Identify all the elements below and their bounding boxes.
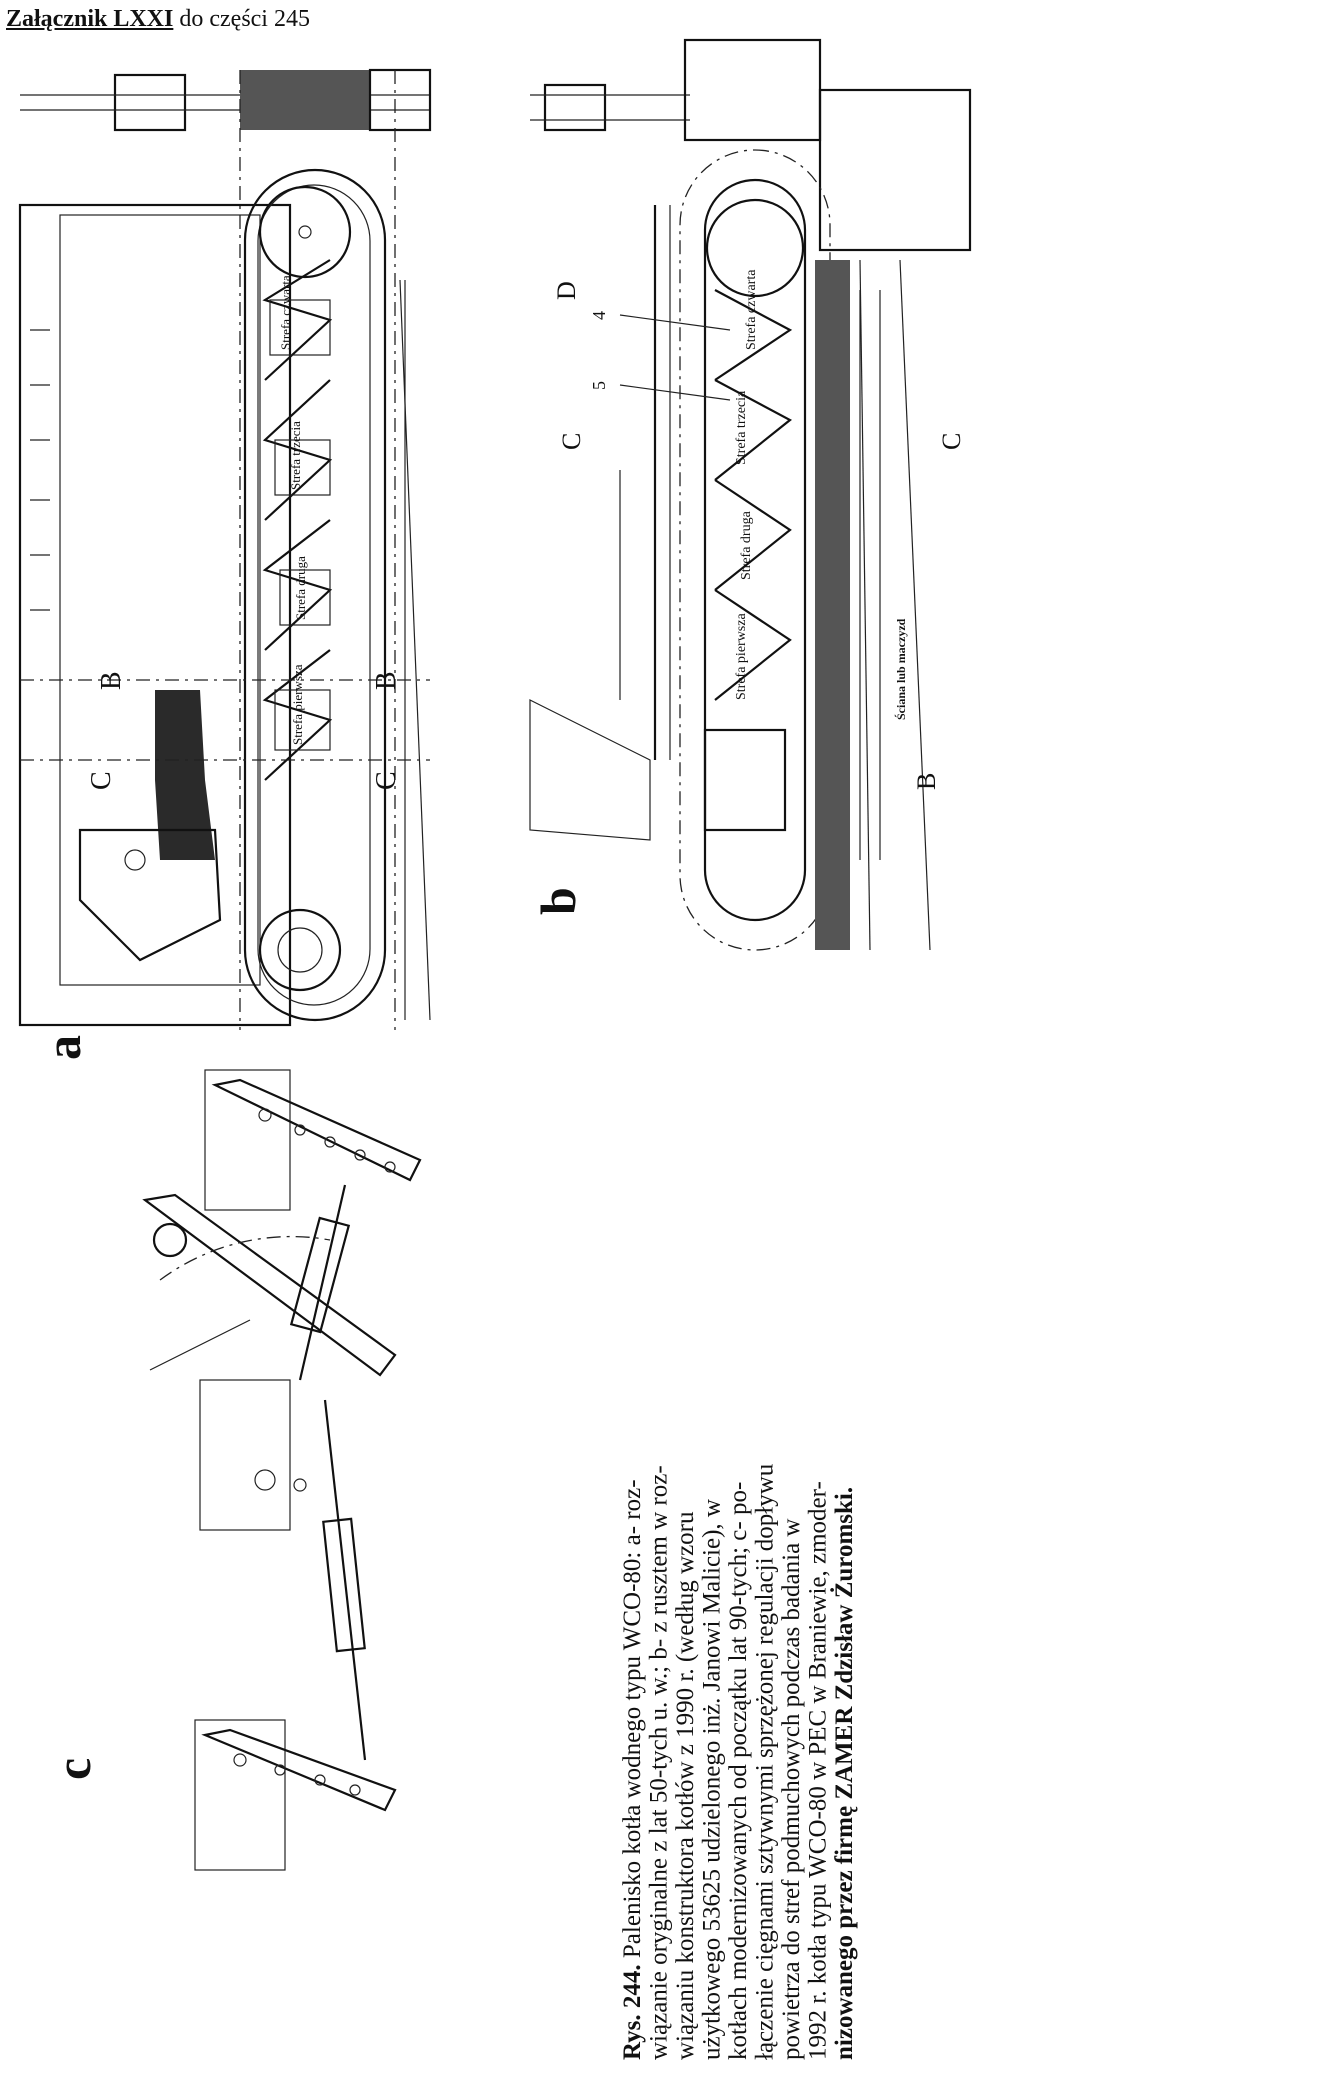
fig-a-top-sprocket bbox=[258, 185, 352, 279]
fig-a-zone-1-box bbox=[274, 689, 331, 751]
fig-a-zone-2-label: Strefa druga bbox=[293, 556, 308, 620]
fig-c-plate-bottom bbox=[194, 1719, 286, 1871]
fig-c-rod-lower bbox=[322, 1517, 366, 1653]
fig-b-wall-note: Ściana lub maczyzd bbox=[894, 618, 908, 720]
fig-a-zone-1-label: Strefa pierwsza bbox=[290, 664, 305, 745]
fig-b-hopper bbox=[529, 699, 651, 841]
fig-c-angle-arc bbox=[159, 1235, 331, 1281]
fig-b-section-d: D bbox=[552, 281, 581, 300]
fig-c-lever-top bbox=[211, 1078, 422, 1182]
fig-b-wall-right bbox=[818, 88, 972, 252]
fig-b-grate-chain bbox=[703, 178, 807, 922]
fig-c-plate-middle bbox=[199, 1379, 291, 1531]
fig-b-zone-2-label: Strefa druga bbox=[739, 510, 754, 580]
page-header: Załącznik LXXI do części 245 bbox=[6, 2, 310, 36]
caption-text: wiązaniu konstruktora kotłów z 1990 r. (… bbox=[672, 1511, 699, 2060]
fig-b-inlet-chamber bbox=[703, 728, 787, 832]
caption-line: wiązanie oryginalne z lat 50-tych u. w.;… bbox=[646, 1465, 673, 2060]
caption-line: 1992 r. kotła typu WCO-80 w PEC w Branie… bbox=[805, 1481, 832, 2060]
figure-c bbox=[142, 1069, 422, 1871]
fig-b-top-sprocket bbox=[705, 198, 805, 298]
fig-c-rod-upper bbox=[289, 1216, 351, 1334]
caption-text: nizowanego przez firmę ZAMER Zdzisław Żu… bbox=[830, 1487, 858, 2060]
fig-a-section-c-right: C bbox=[371, 771, 402, 790]
fig-b-section-c-right: C bbox=[937, 433, 966, 450]
caption-text: wiązanie oryginalne z lat 50-tych u. w.;… bbox=[646, 1465, 673, 2060]
caption-text: 1992 r. kotła typu WCO-80 w PEC w Branie… bbox=[805, 1481, 832, 2060]
fig-b-item-4: 4 bbox=[589, 311, 609, 320]
fig-a-top-duct bbox=[113, 73, 187, 132]
fig-b-ground-slab bbox=[815, 260, 850, 950]
caption-line: powietrza do stref podmuchowych podczas … bbox=[778, 1519, 805, 2060]
fig-a-boiler-casing bbox=[18, 203, 292, 1027]
fig-b-zone-3-label: Strefa trzecia bbox=[734, 390, 749, 465]
caption-line: kotłach modernizowanych od początku lat … bbox=[725, 1482, 752, 2060]
fig-c-lever-bottom bbox=[201, 1728, 397, 1812]
caption-figure-number: Rys. 244. bbox=[619, 1964, 646, 2060]
panel-label-b: b bbox=[530, 887, 586, 915]
fig-c-pulley bbox=[152, 1222, 188, 1258]
caption-line: wiązaniu konstruktora kotłów z 1990 r. (… bbox=[672, 1511, 699, 2060]
fig-a-zone-4-box bbox=[269, 299, 331, 356]
fig-b-section-b: B bbox=[912, 773, 941, 790]
fig-a-zone-3-label: Strefa trzecia bbox=[288, 421, 303, 490]
appendix-label: Załącznik LXXI bbox=[6, 6, 174, 32]
fig-b-zone-4-label: Strefa czwarta bbox=[744, 269, 759, 350]
panel-label-a: a bbox=[35, 1035, 91, 1060]
caption-text: użytkowego 53625 udzielonego inż. Janowi… bbox=[699, 1499, 726, 2060]
caption-text: Palenisko kotła wodnego typu WCO-80: a- … bbox=[619, 1479, 646, 1964]
caption-text: kotłach modernizowanych od początku lat … bbox=[725, 1482, 752, 2060]
figure-b: Strefa czwarta Strefa trzecia Strefa dru… bbox=[529, 38, 972, 951]
fig-a-zone-4-label: Strefa czwarta bbox=[278, 275, 293, 350]
caption-line: Rys. 244. Palenisko kotła wodnego typu W… bbox=[619, 1479, 646, 2060]
fig-a-section-c-left: C bbox=[86, 771, 117, 790]
fig-a-section-b-left: B bbox=[96, 671, 127, 690]
fig-b-top-pipe bbox=[543, 83, 607, 132]
caption-line: nizowanego przez firmę ZAMER Zdzisław Żu… bbox=[830, 1487, 858, 2060]
caption-text: łączenie cięgnami sztywnymi sprzężonej r… bbox=[752, 1463, 779, 2060]
figure-caption: Rys. 244. Palenisko kotła wodnego typu W… bbox=[619, 1463, 858, 2060]
fig-c-plate-top bbox=[204, 1069, 291, 1211]
fig-b-item-5: 5 bbox=[589, 381, 609, 390]
caption-line: łączenie cięgnami sztywnymi sprzężonej r… bbox=[752, 1463, 779, 2060]
fig-b-section-c-left: C bbox=[557, 433, 586, 450]
figure-a: Strefa czwarta Strefa trzecia Strefa dru… bbox=[18, 68, 432, 1030]
caption-text: powietrza do stref podmuchowych podczas … bbox=[778, 1519, 805, 2060]
panel-label-c: c bbox=[45, 1758, 101, 1780]
fig-a-grate-chain bbox=[243, 168, 387, 1022]
fig-a-section-b-right: B bbox=[371, 671, 402, 690]
fig-a-fuel-hopper bbox=[155, 690, 215, 860]
fig-c-lever-middle bbox=[142, 1193, 397, 1377]
fig-b-wall-top bbox=[683, 38, 822, 142]
appendix-suffix: do części 245 bbox=[173, 6, 310, 32]
fig-b-zone-1-label: Strefa pierwsza bbox=[734, 613, 749, 700]
fig-a-brick-wall bbox=[240, 70, 370, 130]
caption-line: użytkowego 53625 udzielonego inż. Janowi… bbox=[699, 1499, 726, 2060]
fig-a-zone-2-box bbox=[279, 569, 331, 626]
fig-a-inner-casing bbox=[59, 214, 261, 986]
fig-a-zone-3-box bbox=[274, 439, 331, 496]
fig-a-bottom-sprocket bbox=[258, 908, 342, 992]
